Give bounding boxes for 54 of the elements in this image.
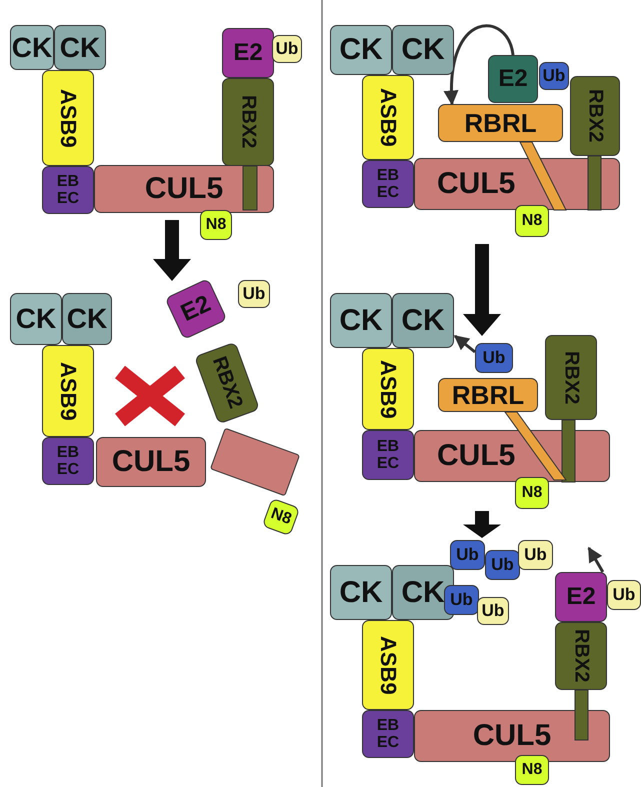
protein-box: RBX2 [570,76,620,156]
protein-box: Ub [272,35,302,63]
protein-box: Ub [444,585,479,615]
protein-box: N8 [515,205,549,237]
protein-box: RBX2 [545,335,597,420]
protein-box: Ub [238,280,270,308]
protein-box: CK [330,293,392,348]
arrow [454,334,476,354]
protein-box: CK [392,25,454,75]
protein-box: EB EC [42,166,94,214]
protein-box: Ub [485,550,520,580]
protein-box: E2 [555,572,607,622]
protein-box: E2 [222,28,274,78]
protein-box: CK [54,25,106,70]
arrow [444,24,514,106]
protein-box: CK [10,293,62,345]
protein-box: CK [62,293,112,345]
protein-box: CK [10,25,54,70]
protein-box: ASB9 [362,348,414,430]
protein-box: ASB9 [362,75,414,160]
protein-box: CK [330,565,392,620]
protein-box: RBX2 [555,622,607,690]
protein-box: Ub [539,62,569,90]
protein-box: RBRL [438,104,563,142]
protein-box: Ub [518,540,553,570]
protein-box: EB EC [362,160,414,208]
protein-box: CK [330,25,392,75]
protein-box: N8 [515,477,549,509]
protein-box: EB EC [362,710,414,758]
protein-box: RBX2 [194,342,260,424]
protein-box: CUL5 [94,165,274,213]
protein-box: ASB9 [42,70,94,166]
protein-box: CK [392,293,454,348]
protein-box: EB EC [42,437,94,485]
protein-box: E2 [164,278,228,340]
protein-box: ASB9 [42,345,94,437]
block-arrow [463,511,501,538]
protein-box: CUL5 [414,710,610,762]
protein-box: N8 [200,210,232,240]
protein-box: Ub [607,580,641,610]
protein-box: Ub [477,597,509,625]
protein-box: N8 [262,498,300,536]
protein-box: N8 [515,755,549,785]
protein-box: RBRL [438,378,538,412]
protein-box: CUL5 [96,437,206,487]
protein-box: Ub [475,343,513,373]
protein-box: E2 [488,55,538,103]
protein-box: Ub [450,540,485,570]
protein-box: EB EC [362,430,414,480]
block-arrow [153,220,191,281]
block-arrow [463,244,501,336]
protein-box: RBX2 [222,78,274,166]
protein-box: ASB9 [362,620,414,710]
arrow [588,546,604,573]
